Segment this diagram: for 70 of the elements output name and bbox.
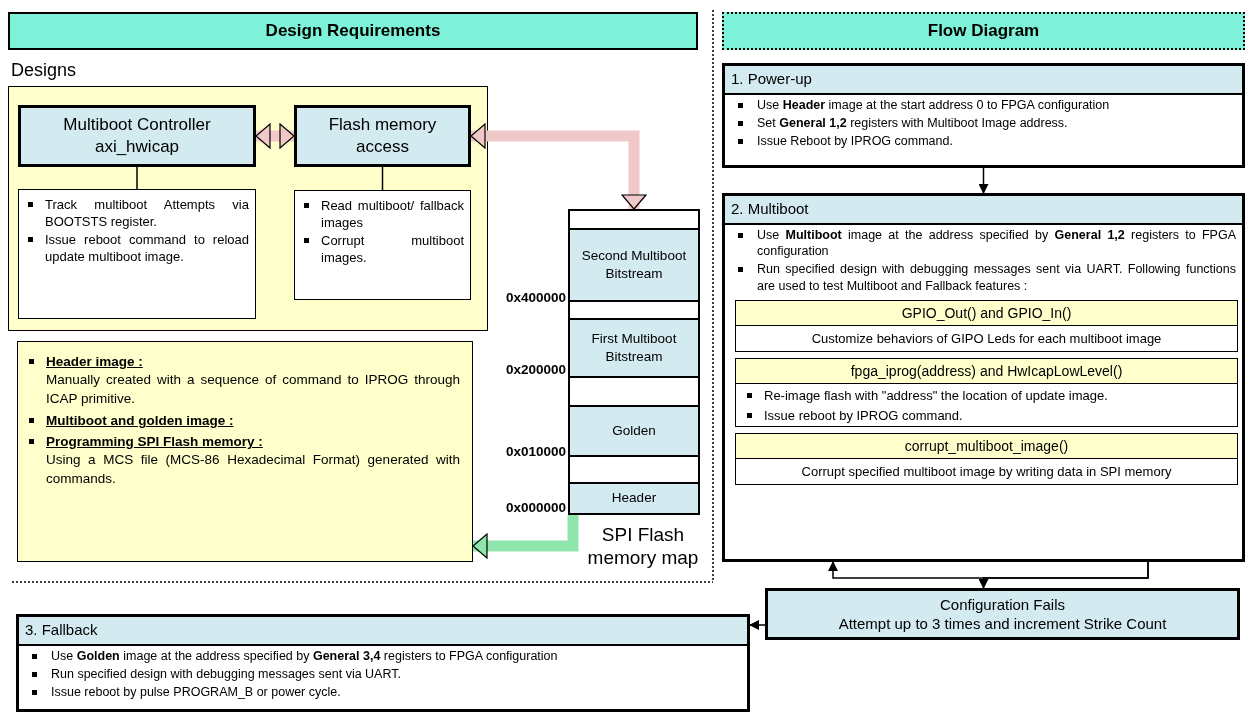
note-heading: Programming SPI Flash memory : [22, 433, 460, 452]
status-box [765, 588, 1240, 640]
function-name: fpga_iprog(address) and HwIcapLowLevel() [736, 358, 1237, 384]
bullet-item: Issue reboot by pulse PROGRAM_B or power cycle. [23, 684, 741, 701]
function-box [735, 433, 1238, 486]
address-label: 0x400000 [504, 290, 566, 305]
section-header-band [722, 12, 1245, 50]
arrow [749, 620, 766, 630]
address-label: 0x200000 [504, 362, 566, 377]
function-description: Corrupt specified multiboot image by writing data in SPI memory [800, 463, 1173, 482]
bullet-item: Use Header image at the start address 0 to FPGA configuration [729, 96, 1236, 113]
memory-segment [568, 228, 700, 302]
bullet-item: Issue reboot by IPROG command. [740, 407, 1231, 425]
box-label: Flash memory access [327, 113, 438, 158]
block-arrow [255, 123, 295, 149]
connector-line [136, 166, 138, 190]
bullet-item: Use Multiboot image at the address specified by General 1,2 registers to FPGA configuration [729, 226, 1236, 260]
step-heading: 1. Power-up [725, 66, 1242, 95]
map-caption: SPI Flash memory map [586, 524, 700, 570]
box-label: Golden [612, 421, 656, 440]
bullet-item: Set General 1,2 registers with Multiboot Image address. [729, 115, 1236, 132]
box-label: First Multiboot Bitstream [590, 329, 678, 366]
process-box [294, 105, 471, 167]
note-heading: Header image : [22, 353, 460, 372]
function-name: corrupt_multiboot_image() [736, 434, 1237, 460]
bullet-item: Run specified design with debugging messages sent via UART. [23, 666, 741, 683]
step-box [16, 614, 750, 712]
bullet-item: Corrupt multiboot images. [297, 231, 464, 267]
status-text: Attempt up to 3 times and increment Strike Count [838, 614, 1167, 634]
address-label: 0x010000 [504, 444, 566, 459]
memory-segment [568, 405, 700, 457]
section-title: Flow Diagram [927, 21, 1040, 41]
bullet-item: Issue Reboot by IPROG command. [729, 133, 1236, 150]
panel-heading: Designs [11, 60, 77, 81]
info-box [18, 189, 256, 319]
box-label: Header [611, 489, 657, 508]
arrow [978, 167, 989, 194]
memory-map-column [568, 209, 700, 515]
bullet-item: Read multiboot/ fallback images [297, 197, 464, 232]
arrow [978, 561, 1149, 589]
step-heading: 3. Fallback [19, 617, 747, 646]
process-box [18, 105, 256, 167]
note-text: Manually created with a sequence of command to IPROG through ICAP primitive. [45, 371, 460, 409]
memory-segment [568, 482, 700, 515]
step-heading: 2. Multiboot [725, 196, 1242, 225]
notes-box [17, 341, 473, 562]
bullet-item: Re-image flash with "address" the location of update image. [740, 386, 1231, 405]
block-arrow [472, 515, 579, 559]
block-arrow [470, 123, 647, 210]
connector-line [381, 166, 384, 191]
bullet-item: Issue reboot command to reload update multiboot image. [21, 230, 249, 266]
function-box [735, 357, 1238, 428]
function-name: GPIO_Out() and GPIO_In() [736, 300, 1237, 326]
box-label: Multiboot Controller axi_hwicap [62, 113, 212, 158]
note-heading: Multiboot and golden image : [22, 412, 460, 431]
function-box [735, 299, 1238, 352]
function-description: Customize behaviors of GIPO Leds for each multiboot image [810, 329, 1163, 348]
bullet-item: Use Golden image at the address specified by General 3,4 registers to FPGA configuration [23, 647, 741, 664]
step-box [722, 63, 1245, 168]
memory-segment [568, 318, 700, 378]
section-title: Design Requirements [265, 21, 441, 41]
note-text: Using a MCS file (MCS-86 Hexadecimal Format) generated with commands. [45, 451, 460, 489]
step-box [722, 193, 1245, 562]
section-header-band [8, 12, 698, 50]
status-title: Configuration Fails [939, 594, 1066, 614]
box-label: Second Multiboot Bitstream [580, 246, 688, 283]
bullet-item: Run specified design with debugging messages sent via UART. Following functions are used to test Multiboot and Fallback features : [729, 261, 1236, 294]
address-label: 0x000000 [504, 500, 566, 515]
info-box [294, 190, 471, 300]
bullet-item: Track multiboot Attempts via BOOTSTS register. [21, 196, 249, 231]
